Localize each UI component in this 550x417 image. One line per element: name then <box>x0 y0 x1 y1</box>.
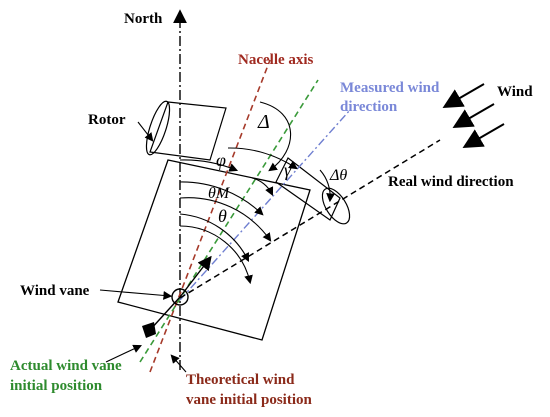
gamma-symbol: γ <box>284 160 292 180</box>
theoretical-vane-label-arrow <box>170 354 187 373</box>
north-label: North <box>124 11 163 27</box>
actual-vane-label-arrow <box>105 344 142 363</box>
wind-arrows <box>442 83 505 149</box>
delta-theta-symbol: Δθ <box>329 167 347 184</box>
actual-vane-label-2: initial position <box>10 378 103 394</box>
theoretical-vane-label-2: vane initial position <box>186 392 313 408</box>
measured-wind-label-1: Measured wind <box>340 80 440 96</box>
wind-vane-label: Wind vane <box>20 283 90 299</box>
rotor-label-arrow <box>137 121 154 142</box>
nacelle-axis-label: Nacelle axis <box>238 52 314 68</box>
varphi-symbol: φ <box>216 150 226 170</box>
theoretical-vane-label-1: Theoretical wind <box>186 372 295 388</box>
measured-wind-label-2: direction <box>340 99 398 115</box>
nacelle-body <box>117 159 311 341</box>
real-wind-direction-label: Real wind direction <box>388 174 514 190</box>
delta-symbol: Δ <box>257 111 270 133</box>
rotor-hub <box>145 100 227 161</box>
theta-symbol: θ <box>218 206 227 226</box>
rotor-label: Rotor <box>88 112 126 128</box>
nacelle-axis-line <box>149 59 271 373</box>
measured-wind-line <box>179 109 351 301</box>
wind-vane-label-arrow <box>99 289 173 300</box>
sensor-housing <box>275 157 351 225</box>
theta-m-symbol: θM <box>208 185 231 202</box>
wind-vane-pointer <box>179 255 212 298</box>
wind-vane-tail <box>142 296 181 338</box>
angle-arcs <box>179 101 335 285</box>
real-wind-line <box>179 139 441 299</box>
actual-vane-line <box>139 79 319 363</box>
actual-vane-label-1: Actual wind vane <box>10 358 122 374</box>
wind-label: Wind <box>497 84 533 100</box>
